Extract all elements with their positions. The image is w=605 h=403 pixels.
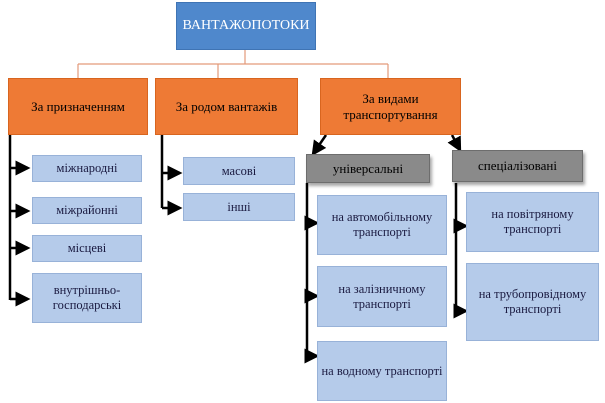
specialized-connectors: [453, 183, 469, 319]
category-purpose: За призначенням: [8, 78, 148, 135]
purpose-connectors: [8, 135, 31, 307]
universal-item-label: на автомобільному транспорті: [331, 210, 433, 239]
specialized-item-label: на трубопровідному транспорті: [478, 287, 587, 316]
purpose-item-label: міжрайонні: [56, 203, 118, 217]
category-cargo: За родом вантажів: [155, 78, 298, 135]
specialized-item-label: на повітряному транспорті: [491, 207, 574, 236]
cargo-item: інші: [183, 193, 295, 221]
universal-item-label: на водному транспорті: [321, 363, 443, 378]
cargo-item: масові: [183, 157, 295, 185]
group-specialized-label: спеціалізовані: [478, 158, 557, 174]
universal-item: на автомобільному транспорті: [317, 195, 447, 255]
purpose-item-label: внутрішньо-господарські: [52, 283, 122, 312]
cargo-item-label: масові: [221, 163, 257, 178]
root-node: ВАНТАЖОПОТОКИ: [176, 2, 316, 50]
root-label: ВАНТАЖОПОТОКИ: [182, 17, 310, 33]
category-cargo-label: За родом вантажів: [175, 98, 278, 114]
category-purpose-label: За призначенням: [31, 98, 125, 114]
universal-item: на водному транспорті: [317, 341, 447, 401]
purpose-item: внутрішньо-господарські: [32, 273, 142, 323]
category-transport: За видами транспортування: [320, 78, 461, 135]
specialized-item: на повітряному транспорті: [466, 192, 599, 252]
root-connectors: [77, 50, 389, 78]
category-transport-label: За видами транспортування: [343, 90, 438, 122]
group-specialized: спеціалізовані: [452, 150, 583, 182]
specialized-item: на трубопровідному транспорті: [466, 263, 599, 341]
transport-connectors: [311, 134, 462, 157]
purpose-item-label: міжнародні: [56, 161, 118, 175]
cargo-connectors: [160, 135, 183, 216]
universal-item: на залізничному транспорті: [317, 266, 447, 327]
cargo-item-label: інші: [227, 199, 251, 214]
purpose-item: місцеві: [32, 235, 142, 262]
group-universal: універсальні: [306, 154, 430, 183]
group-universal-label: універсальні: [332, 160, 404, 176]
universal-item-label: на залізничному транспорті: [338, 281, 426, 311]
universal-connectors: [304, 183, 320, 364]
purpose-item: міжрайонні: [32, 197, 142, 224]
purpose-item: міжнародні: [32, 155, 142, 182]
purpose-item-label: місцеві: [67, 241, 107, 255]
